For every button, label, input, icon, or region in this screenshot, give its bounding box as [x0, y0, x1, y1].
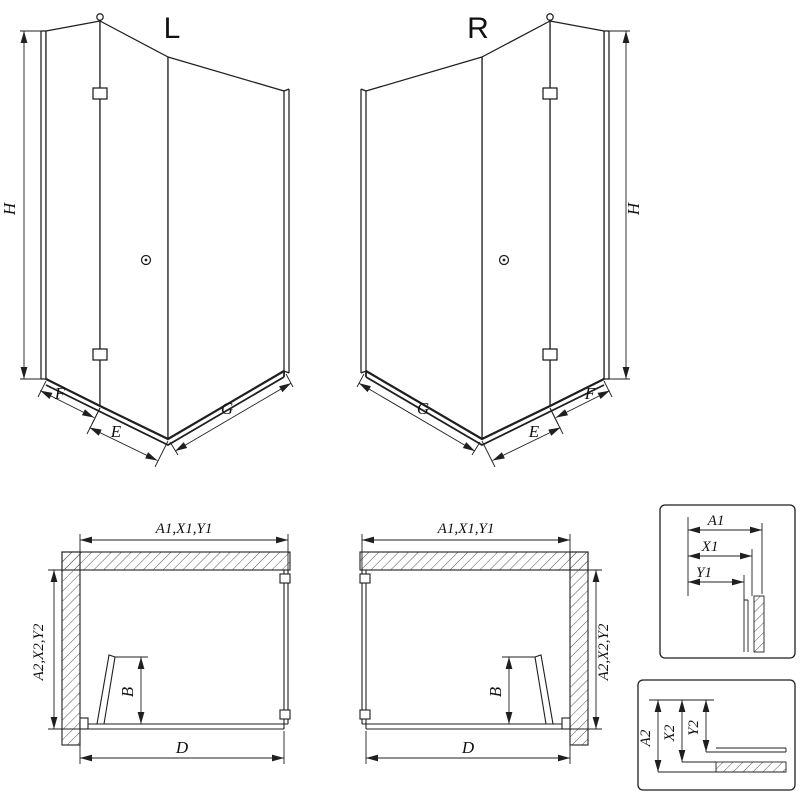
door-end-hardware-icon — [79, 717, 89, 730]
detail-box-bottom-frame — [637, 679, 796, 791]
dim-label-y2: Y2 — [686, 720, 702, 736]
dim-fold-width-right: F — [549, 380, 613, 425]
glass-bracket-bottom-icon — [279, 709, 291, 720]
variant-label-right: R — [467, 12, 489, 45]
dim-label-side-depths: A2,X2,Y2 — [596, 623, 612, 681]
folded-leaf-plan — [96, 654, 116, 725]
dim-label-x1: X1 — [701, 539, 719, 555]
adjustment-profile-section — [753, 595, 765, 653]
adjustment-profile-section — [715, 761, 787, 773]
dim-label-door-left: E — [110, 422, 122, 441]
dim-overall-width-right-plan: D — [365, 731, 571, 764]
door-plan-line — [79, 723, 285, 730]
side-glass-plan — [283, 570, 289, 725]
wall-hatch-top — [61, 551, 291, 571]
dim-label-fold-left: F — [54, 384, 66, 403]
glass-bracket-bottom-icon — [359, 709, 371, 720]
dim-label-top-widths: A1,X1,Y1 — [155, 521, 213, 537]
dim-label-side-right: G — [417, 399, 429, 418]
detail-box-top: A1 X1 Y1 — [659, 504, 796, 659]
variant-label-left: L — [164, 12, 181, 45]
dim-label-x2: X2 — [662, 724, 678, 742]
wall-hatch-top — [359, 551, 589, 571]
detail-box-bottom: A2 X2 Y2 — [637, 679, 796, 791]
folded-leaf-plan — [534, 654, 554, 725]
hinge-top-icon — [542, 87, 558, 100]
dim-label-overall-width: D — [175, 738, 189, 757]
glass-bracket-top-icon — [359, 573, 371, 584]
side-panel-outer-profile — [283, 88, 290, 374]
dim-label-overall-width: D — [461, 738, 475, 757]
dim-label-door-depth: B — [486, 686, 505, 697]
left-3d-dimensions: H F E G — [0, 30, 294, 468]
dim-label-a2: A2 — [638, 729, 654, 747]
right-3d-dimensions: H F E G — [356, 30, 643, 468]
dim-door-depth-left-plan: B — [115, 656, 148, 724]
dim-door-width-right: E — [481, 407, 564, 468]
door-plan-line — [365, 723, 571, 730]
dim-top-widths-left-plan: A1,X1,Y1 — [79, 521, 289, 570]
right-plan-view — [359, 551, 589, 746]
wall-hatch-side — [569, 551, 589, 746]
dim-label-a1: A1 — [707, 513, 725, 529]
wall-hatch-side — [61, 551, 81, 746]
dim-label-side-left: G — [221, 399, 233, 418]
door-leaf-1 — [549, 20, 605, 408]
wall-profile-left — [40, 30, 47, 380]
right-plan-dimensions: A1,X1,Y1 A2,X2,Y2 B D — [361, 521, 612, 764]
dim-top-widths-right-plan: A1,X1,Y1 — [361, 521, 571, 570]
side-glass-plan — [361, 570, 367, 725]
dim-label-top-widths: A1,X1,Y1 — [437, 521, 495, 537]
hinge-bottom-icon — [542, 348, 558, 361]
dim-door-width-left: E — [86, 407, 169, 468]
glass-edge-section — [743, 599, 749, 652]
dim-label-fold-right: F — [584, 384, 596, 403]
glass-edge-section — [716, 747, 787, 753]
dim-side-width-left: G — [169, 373, 294, 456]
detail-box-top-frame — [659, 504, 796, 659]
door-leaf-2 — [481, 19, 551, 440]
dim-label-side-depths: A2,X2,Y2 — [31, 623, 47, 681]
left-plan-view — [61, 551, 291, 746]
dim-label-height-right: H — [624, 201, 643, 216]
dim-door-depth-right-plan: B — [486, 656, 535, 724]
right-3d-view: R — [360, 12, 610, 447]
hinge-top-icon — [92, 87, 108, 100]
dim-label-door-depth: B — [118, 686, 137, 697]
dim-label-y1: Y1 — [696, 565, 712, 581]
wall-profile-right — [603, 30, 610, 380]
dim-height-right: H — [609, 30, 643, 380]
door-knob-center — [502, 258, 506, 262]
detail-top-extension-lines — [743, 523, 763, 600]
dim-side-depths-right-plan: A2,X2,Y2 — [570, 569, 612, 730]
side-panel-outer-profile — [360, 88, 367, 374]
pivot-finial-icon — [546, 13, 554, 21]
dim-overall-width-left-plan: D — [79, 731, 285, 764]
dim-label-door-right: E — [528, 422, 540, 441]
left-plan-dimensions: A1,X1,Y1 A2,X2,Y2 B D — [31, 521, 289, 764]
dim-label-height-left: H — [0, 201, 19, 216]
door-end-hardware-icon — [561, 717, 571, 730]
glass-bracket-top-icon — [279, 573, 291, 584]
door-knob-center — [144, 258, 148, 262]
dim-side-width-right: G — [356, 373, 481, 456]
dim-side-depths-left-plan: A2,X2,Y2 — [31, 569, 80, 730]
left-3d-view: L — [40, 12, 290, 447]
door-leaf-1 — [45, 20, 101, 408]
door-leaf-2 — [99, 19, 169, 440]
pivot-finial-icon — [96, 13, 104, 21]
hinge-bottom-icon — [92, 348, 108, 361]
dim-height-left: H — [0, 30, 41, 380]
